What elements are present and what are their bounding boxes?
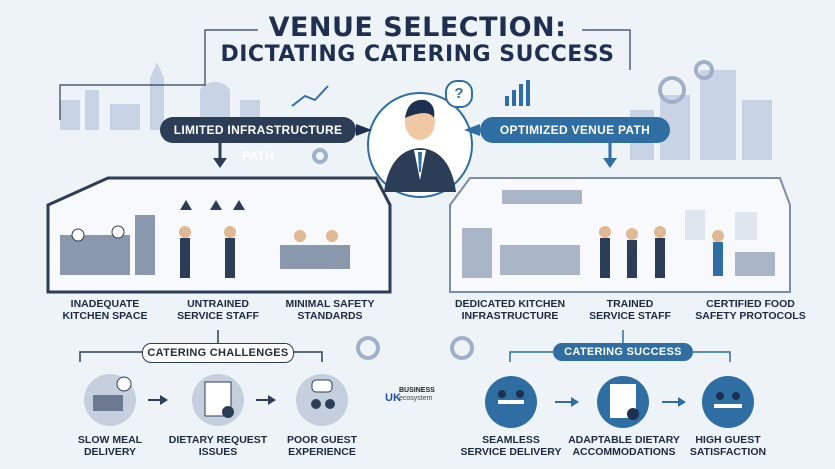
arrow-right-icon: [148, 395, 276, 405]
factor-line: KITCHEN SPACE: [62, 310, 148, 322]
limited-infrastructure-path: LIMITED INFRASTRUCTURE PATH: [160, 117, 356, 163]
arrow-down-icon: [213, 158, 227, 168]
ceiling-lamps: [180, 200, 245, 210]
outcome-line: DELIVERY: [83, 446, 137, 458]
page-subtitle: DICTATING CATERING SUCCESS: [220, 42, 615, 67]
arrow-down-icon: [603, 158, 617, 168]
outcome-left-3: POOR GUEST EXPERIENCE: [272, 434, 372, 458]
factor-line: INADEQUATE: [70, 298, 140, 310]
outcome-line: HIGH GUEST: [695, 434, 761, 446]
factor-left-1: INADEQUATE KITCHEN SPACE: [50, 298, 160, 322]
right-kitchen-scene: [462, 190, 775, 278]
outcome-line: SERVICE DELIVERY: [460, 446, 562, 458]
outcome-right-1: SEAMLESS SERVICE DELIVERY: [456, 434, 566, 458]
factor-right-1: DEDICATED KITCHEN INFRASTRUCTURE: [445, 298, 575, 322]
connector-line: [59, 29, 258, 120]
factor-left-3: MINIMAL SAFETY STANDARDS: [270, 298, 390, 322]
factor-line: SERVICE STAFF: [589, 310, 671, 322]
factor-line: INFRASTRUCTURE: [461, 310, 559, 322]
factor-line: STANDARDS: [297, 310, 363, 322]
outcome-right-2: ADAPTABLE DIETARY ACCOMMODATIONS: [563, 434, 685, 458]
factor-line: SERVICE STAFF: [177, 310, 259, 322]
page-title: VENUE SELECTION:: [268, 12, 567, 43]
connector-line: [582, 29, 631, 70]
trend-line-left: [291, 85, 329, 107]
outcome-line: SEAMLESS: [482, 434, 540, 446]
outcome-left-2: DIETARY REQUEST ISSUES: [163, 434, 273, 458]
catering-challenges-label: CATERING CHALLENGES: [142, 343, 294, 363]
brand-uk: UK: [385, 392, 401, 404]
outcome-icons-left: [84, 374, 348, 426]
left-kitchen-scene: [60, 215, 350, 278]
city-skyline-left: [60, 62, 260, 130]
left-bracket-line: [79, 351, 323, 362]
outcome-line: SLOW MEAL: [77, 434, 143, 446]
businessman-figure: [384, 99, 456, 192]
factor-line: SAFETY PROTOCOLS: [695, 310, 806, 322]
factor-right-2: TRAINED SERVICE STAFF: [575, 298, 685, 322]
outcome-left-1: SLOW MEAL DELIVERY: [60, 434, 160, 458]
outcome-right-3: HIGH GUEST SATISFACTION: [678, 434, 778, 458]
brand-logo: UK BUSINESS ecosystem: [385, 387, 455, 406]
right-bracket-line: [509, 351, 731, 362]
outcome-line: DIETARY REQUEST: [168, 434, 268, 446]
factor-line: DEDICATED KITCHEN: [454, 298, 566, 310]
arrow-left-icon: [464, 124, 480, 136]
factor-line: CERTIFIED FOOD: [706, 298, 795, 310]
factor-right-3: CERTIFIED FOOD SAFETY PROTOCOLS: [683, 298, 818, 322]
factor-line: UNTRAINED: [187, 298, 249, 310]
brand-name: BUSINESS: [399, 387, 435, 394]
gear-icon: [312, 60, 714, 360]
outcome-line: ACCOMMODATIONS: [572, 446, 676, 458]
bar-chart-icon: [505, 80, 530, 106]
question-mark-icon: ?: [454, 85, 464, 102]
thought-bubble: ?: [445, 80, 473, 108]
brand-sub: ecosystem: [399, 395, 433, 402]
optimized-venue-path: OPTIMIZED VENUE PATH: [480, 117, 670, 143]
outcome-line: SATISFACTION: [689, 446, 767, 458]
city-skyline-right: [630, 70, 772, 160]
outcome-icons-right: [485, 376, 754, 428]
factor-line: TRAINED: [606, 298, 654, 310]
arrow-right-icon: [555, 397, 686, 407]
outcome-line: ADAPTABLE DIETARY: [568, 434, 680, 446]
catering-success-label: CATERING SUCCESS: [553, 343, 693, 361]
factor-line: MINIMAL SAFETY: [285, 298, 375, 310]
outcome-line: EXPERIENCE: [288, 446, 356, 458]
outcome-line: POOR GUEST: [286, 434, 357, 446]
arrow-right-icon: [356, 124, 372, 136]
outcome-line: ISSUES: [198, 446, 238, 458]
factor-left-2: UNTRAINED SERVICE STAFF: [163, 298, 273, 322]
